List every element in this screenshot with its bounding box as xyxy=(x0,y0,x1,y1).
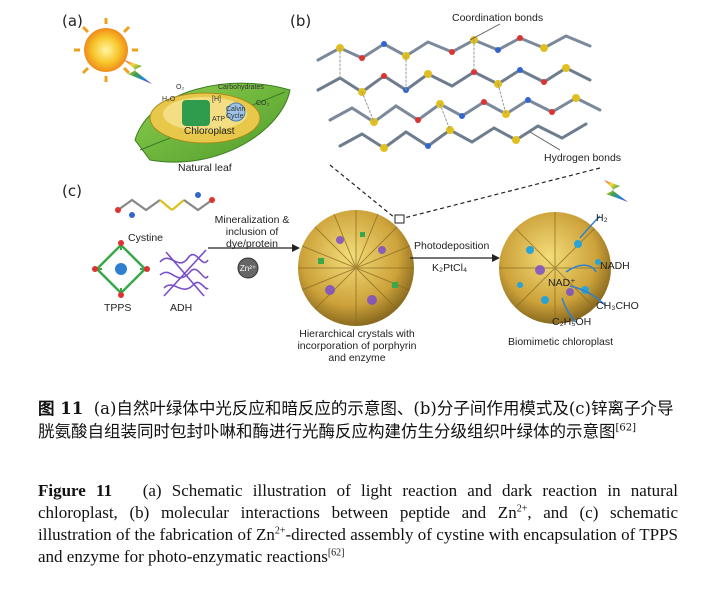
biomimetic-chloroplast xyxy=(499,212,611,324)
caption-zh-label: 图 11 xyxy=(38,399,84,418)
panel-c-label: (c) xyxy=(62,182,82,200)
arrow-photodeposition xyxy=(410,254,500,262)
adh-enzyme xyxy=(159,249,209,297)
hydrogen-pointer xyxy=(529,131,561,151)
caption-en-sup-2: 2+ xyxy=(274,525,286,537)
biomimetic-chloroplast-label: Biomimetic chloroplast xyxy=(508,336,614,348)
molecular-network xyxy=(316,34,602,152)
caption-en-text-3: -directed assembly of cystine with encap… xyxy=(38,525,679,566)
chloroplast-label-co2: CO₂ xyxy=(256,100,270,107)
natural-leaf-label: Natural leaf xyxy=(178,162,232,174)
natural-leaf xyxy=(134,82,291,163)
k2ptcl4-label: K₂PtCl₄ xyxy=(432,262,468,274)
caption-en-text-2: , and (c) schematic illustration of the … xyxy=(38,503,678,544)
chloroplast-label-h2o: H₂O xyxy=(162,96,176,103)
caption-english: Figure 11 (a) Schematic illustration of … xyxy=(38,480,678,568)
coordination-pointer xyxy=(469,23,501,41)
cystine-label: Cystine xyxy=(128,232,164,244)
chloroplast-label-o2: O₂ xyxy=(176,84,185,91)
zoom-lines xyxy=(329,164,601,219)
light-ray-icon xyxy=(124,60,152,84)
sun-icon xyxy=(74,18,138,82)
zoom-box xyxy=(394,214,405,224)
caption-zh-ref: [62] xyxy=(615,422,637,434)
caption-en-label: Figure 11 xyxy=(38,481,113,500)
tpps-molecule xyxy=(92,240,150,298)
figure-11: (a) (b) (c) O₂ H₂O Carbohydrates [H] Cal… xyxy=(62,12,639,364)
chloroplast-label-carbohydrates: Carbohydrates xyxy=(218,84,264,91)
h2-label: H₂ xyxy=(596,212,608,224)
cystine-molecule xyxy=(115,192,215,218)
photodeposition-label: Photodeposition xyxy=(414,240,490,252)
chloroplast-label-atp: ATP xyxy=(212,116,226,123)
mineralization-label: Mineralization & inclusion of dye/protei… xyxy=(214,214,290,250)
ethanol-label: C₂H₅OH xyxy=(552,316,592,328)
chloroplast-label-h: [H] xyxy=(212,96,221,103)
panel-a-label: (a) xyxy=(62,12,83,30)
panel-b-label: (b) xyxy=(290,12,312,30)
light-ray-icon-c xyxy=(604,180,628,202)
arrow-mineralization xyxy=(208,244,300,252)
caption-en-text-1: (a) Schematic illustration of light reac… xyxy=(38,481,678,522)
tpps-label: TPPS xyxy=(104,302,132,314)
nad-label: NAD⁺ xyxy=(548,277,576,289)
acetaldehyde-label: CH₃CHO xyxy=(596,300,639,312)
caption-chinese: 图 11 (a)自然叶绿体中光反应和暗反应的示意图、(b)分子间作用模式及(c)… xyxy=(38,397,678,443)
caption-en-sup-1: 2+ xyxy=(516,503,528,515)
chloroplast-label-calvin: Calvin Cycle xyxy=(226,106,246,120)
caption-en-ref: [62] xyxy=(327,547,345,559)
adh-label: ADH xyxy=(170,302,193,314)
chloroplast-label: Chloroplast xyxy=(184,126,235,137)
crystal-caption: Hierarchical crystals with incorporation… xyxy=(297,328,417,364)
hierarchical-crystal xyxy=(298,210,414,326)
hydrogen-bonds-label: Hydrogen bonds xyxy=(544,152,622,164)
zinc-ion-icon xyxy=(237,257,259,279)
nadh-label: NADH xyxy=(600,260,630,272)
caption-zh-text: (a)自然叶绿体中光反应和暗反应的示意图、(b)分子间作用模式及(c)锌离子介导… xyxy=(38,399,674,441)
coordination-bonds-label: Coordination bonds xyxy=(452,12,544,24)
figure-graphics xyxy=(74,18,628,326)
zinc-ion-label: Zn²⁺ xyxy=(239,264,257,273)
